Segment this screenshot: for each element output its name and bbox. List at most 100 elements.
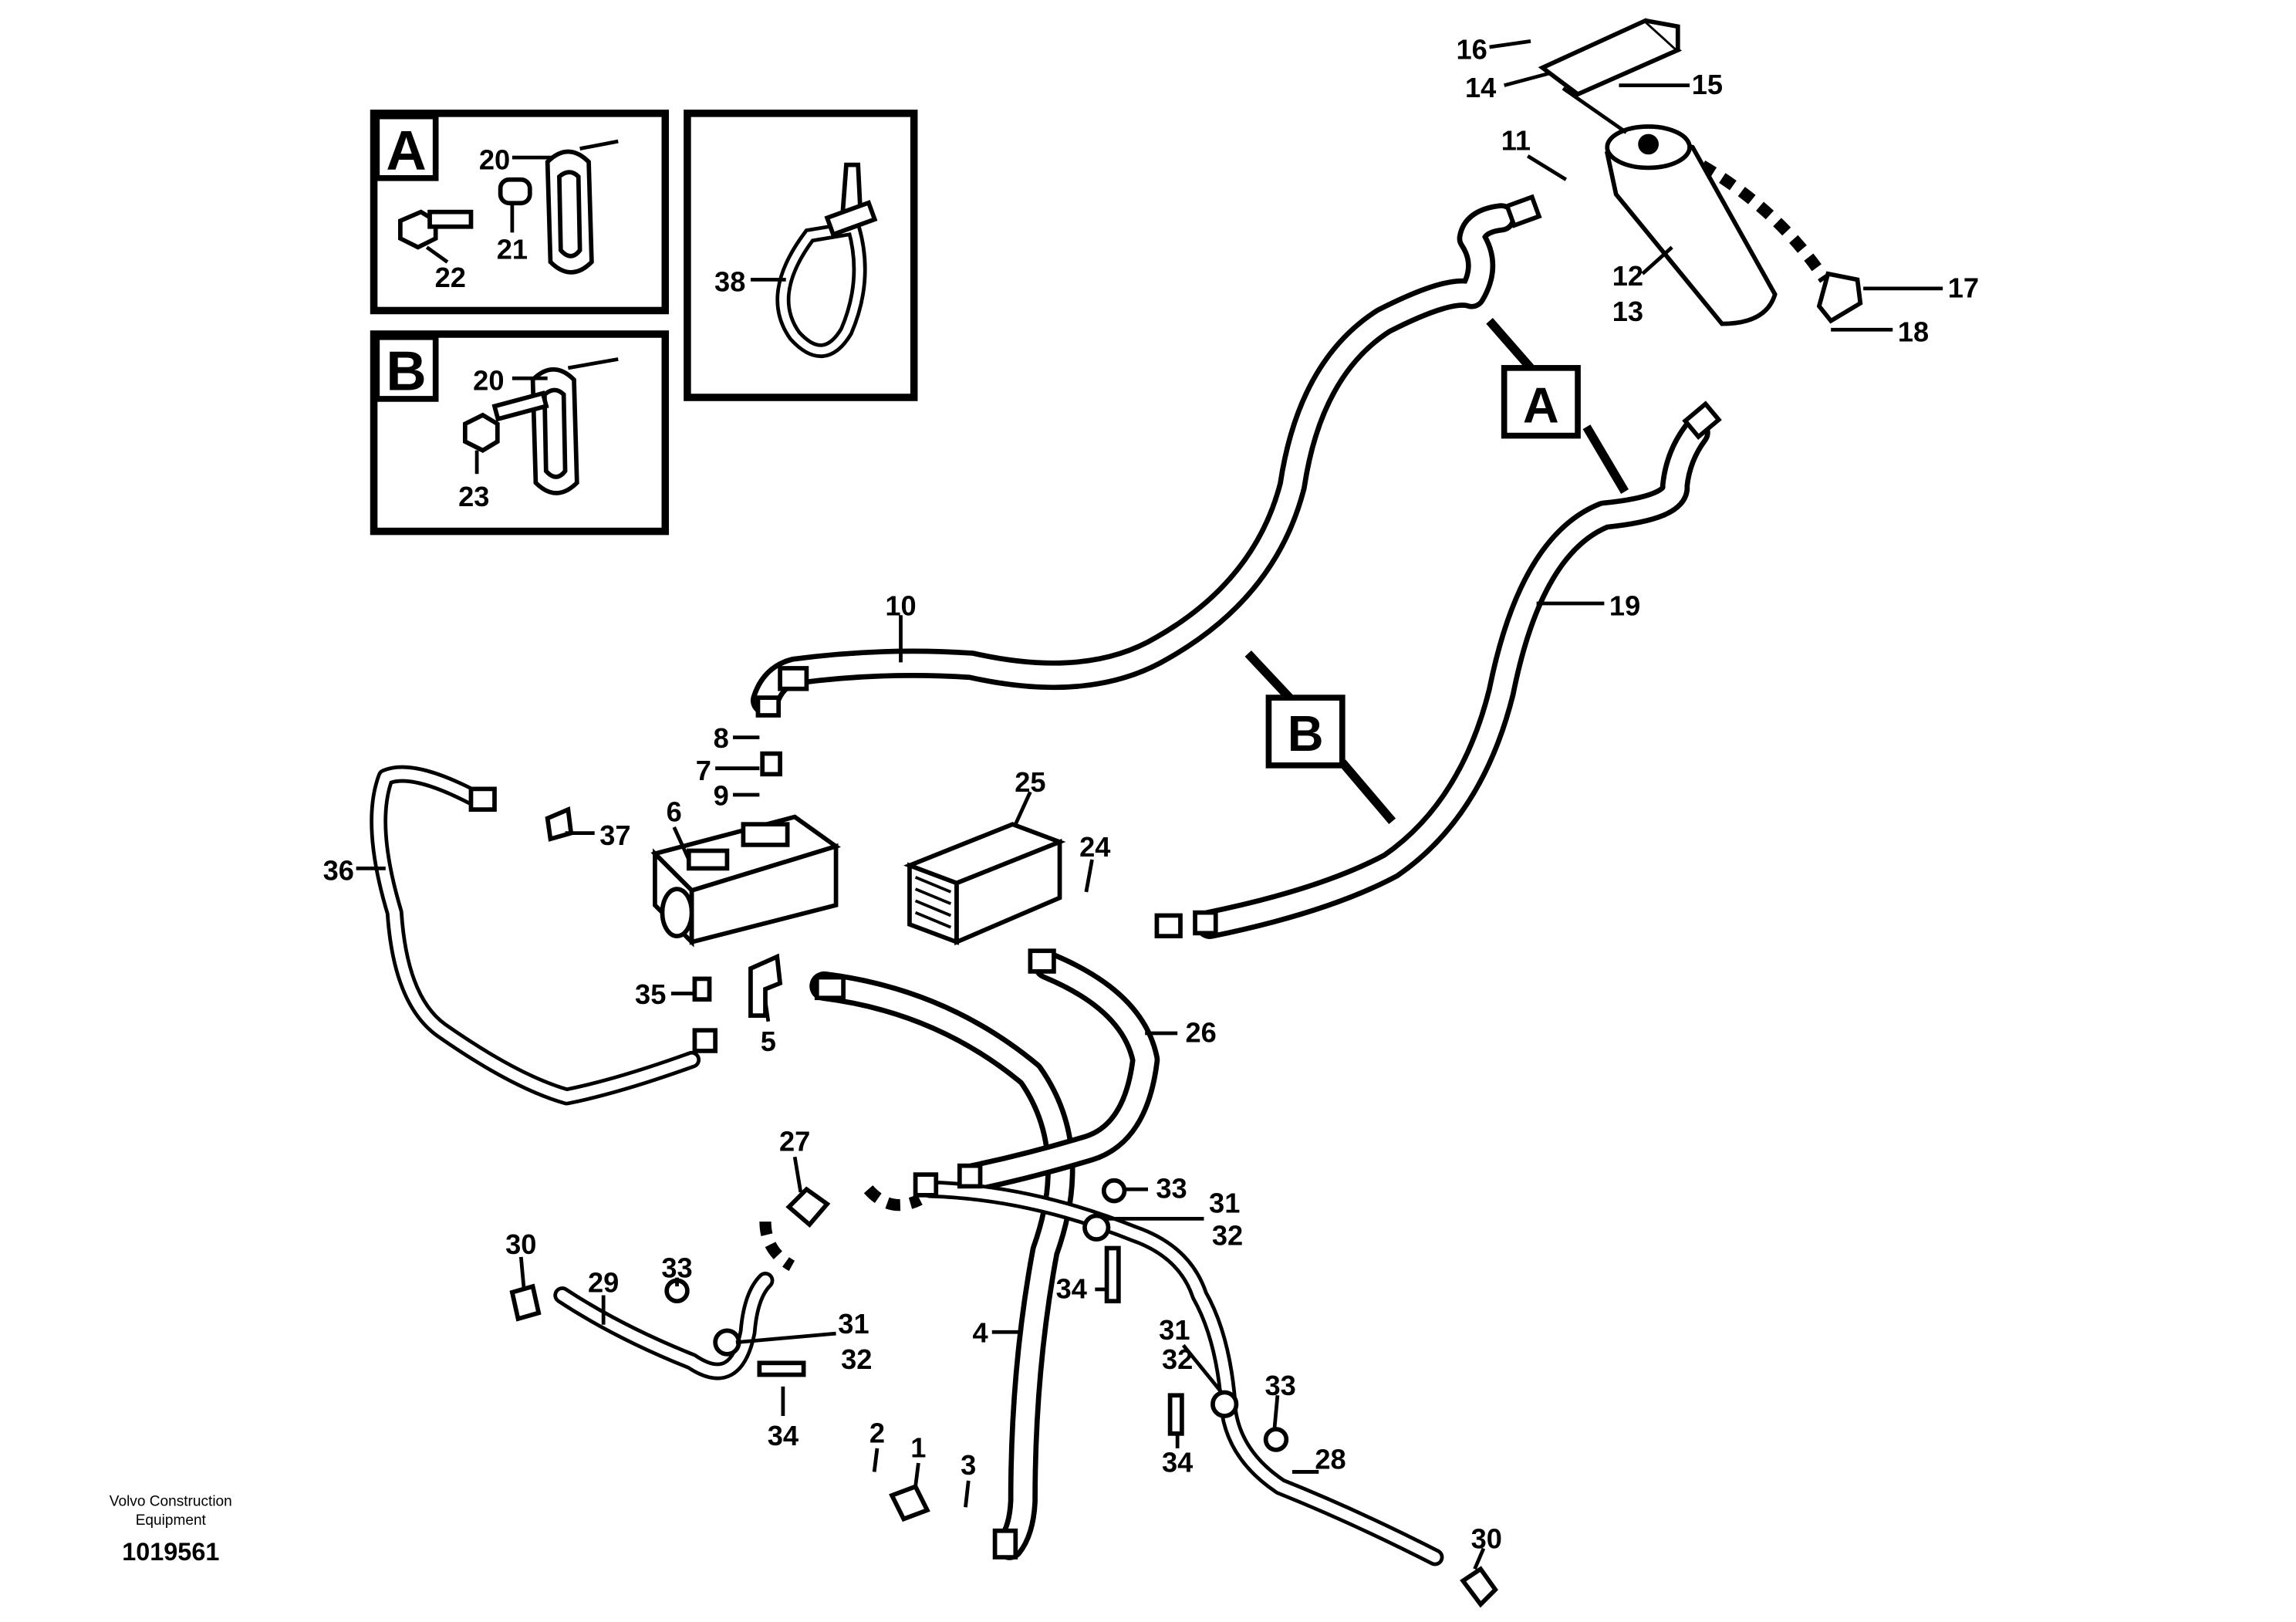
callout-11: 11 (1501, 125, 1568, 181)
callout-8: 8 (714, 722, 760, 754)
svg-text:20: 20 (473, 364, 504, 396)
callout-31-c: 31 (1159, 1314, 1224, 1394)
receiver-drier (1562, 86, 1778, 326)
callout-17: 17 (1863, 272, 1979, 303)
callout-27: 27 (779, 1126, 810, 1193)
svg-text:27: 27 (779, 1126, 810, 1157)
svg-text:29: 29 (588, 1267, 619, 1299)
svg-text:23: 23 (458, 481, 489, 512)
svg-text:38: 38 (714, 266, 745, 298)
svg-text:19: 19 (1609, 590, 1640, 621)
callout-3: 3 (961, 1449, 976, 1508)
callout-29: 29 (588, 1267, 619, 1325)
callout-34-b: 34 (768, 1386, 799, 1451)
svg-text:34: 34 (1056, 1272, 1087, 1304)
svg-text:37: 37 (599, 819, 630, 851)
callout-16: 16 (1457, 33, 1531, 65)
callout-19: 19 (1536, 590, 1640, 621)
svg-text:31: 31 (838, 1308, 869, 1340)
publisher-line-1: Volvo Construction (110, 1493, 232, 1509)
detail-box-b: B 20 23 (370, 330, 670, 536)
pointer-tag-a: A (1486, 318, 1629, 494)
callout-33-b: 33 (661, 1252, 693, 1287)
drawing-number: 1019561 (122, 1538, 219, 1566)
clamps-and-bolts (664, 1178, 1289, 1452)
callout-1: 1 (910, 1431, 926, 1487)
bracket-14 (1538, 18, 1682, 97)
evaporator-25 (903, 822, 1066, 946)
hose-10 (750, 203, 1516, 716)
svg-text:25: 25 (1015, 766, 1045, 798)
svg-text:10: 10 (885, 590, 916, 621)
fittings (468, 194, 1863, 1608)
pipe-29 (553, 1272, 775, 1380)
svg-text:B: B (1288, 705, 1324, 762)
callout-33-a: 33 (1124, 1173, 1187, 1205)
svg-text:26: 26 (1186, 1016, 1217, 1048)
callout-18: 18 (1831, 316, 1929, 348)
svg-text:32: 32 (841, 1343, 872, 1375)
svg-text:33: 33 (661, 1252, 692, 1284)
svg-text:35: 35 (635, 978, 666, 1010)
callout-31-b: 31 (735, 1308, 869, 1344)
svg-text:17: 17 (1948, 272, 1979, 303)
callout-26: 26 (1145, 1016, 1217, 1048)
svg-text:36: 36 (323, 855, 354, 887)
svg-text:28: 28 (1315, 1444, 1346, 1475)
label-38: 38 (714, 266, 786, 298)
svg-text:32: 32 (1212, 1220, 1243, 1252)
callout-33-c: 33 (1265, 1370, 1296, 1428)
callout-5: 5 (761, 1000, 776, 1057)
svg-text:33: 33 (1156, 1173, 1187, 1205)
svg-text:21: 21 (497, 234, 528, 265)
callout-labels: 16 14 15 11 12 13 17 18 19 10 8 7 9 6 37… (323, 33, 1979, 1570)
svg-text:11: 11 (1501, 125, 1531, 157)
callout-4: 4 (972, 1317, 1021, 1349)
callout-24: 24 (1079, 831, 1110, 893)
callout-25: 25 (1014, 766, 1046, 826)
callout-35: 35 (635, 978, 695, 1010)
svg-text:5: 5 (761, 1026, 776, 1057)
callout-37: 37 (565, 819, 631, 851)
hose-19 (1195, 417, 1710, 939)
svg-text:6: 6 (667, 796, 682, 827)
label-21: 21 (497, 203, 528, 265)
svg-text:13: 13 (1612, 296, 1643, 327)
callout-32-c: 32 (1162, 1343, 1193, 1375)
pipe-28 (921, 1180, 1444, 1566)
callout-2: 2 (869, 1417, 885, 1472)
callout-13: 13 (1612, 296, 1643, 327)
callout-9: 9 (714, 779, 760, 811)
svg-text:34: 34 (1162, 1446, 1193, 1478)
svg-text:12: 12 (1612, 260, 1643, 292)
label-23: 23 (458, 450, 489, 512)
callout-34-c: 34 (1162, 1433, 1193, 1478)
svg-text:14: 14 (1465, 72, 1496, 103)
callout-14: 14 (1465, 72, 1549, 103)
svg-text:30: 30 (1471, 1523, 1502, 1555)
dash-line-27b (863, 1184, 923, 1211)
svg-text:A: A (1523, 377, 1559, 433)
callout-12: 12 (1612, 245, 1673, 292)
callout-30-b: 30 (1471, 1523, 1502, 1570)
svg-text:31: 31 (1209, 1188, 1240, 1219)
hose-26 (959, 951, 1160, 1193)
svg-text:8: 8 (714, 722, 729, 754)
hose-4 (809, 971, 1075, 1560)
svg-text:1: 1 (910, 1431, 926, 1463)
callout-15: 15 (1619, 69, 1723, 100)
callout-10: 10 (885, 590, 917, 663)
publisher-line-2: Equipment (136, 1512, 207, 1529)
callout-36: 36 (323, 855, 386, 887)
callout-34-a: 34 (1056, 1272, 1107, 1304)
detail-box-cable-tie: 38 (684, 110, 918, 401)
svg-text:18: 18 (1898, 316, 1929, 348)
svg-text:34: 34 (768, 1420, 799, 1451)
svg-text:30: 30 (505, 1228, 536, 1260)
svg-text:2: 2 (869, 1417, 885, 1448)
svg-text:31: 31 (1159, 1314, 1190, 1346)
svg-text:33: 33 (1265, 1370, 1296, 1401)
svg-text:22: 22 (435, 262, 466, 293)
callout-31-a: 31 (1106, 1188, 1240, 1221)
